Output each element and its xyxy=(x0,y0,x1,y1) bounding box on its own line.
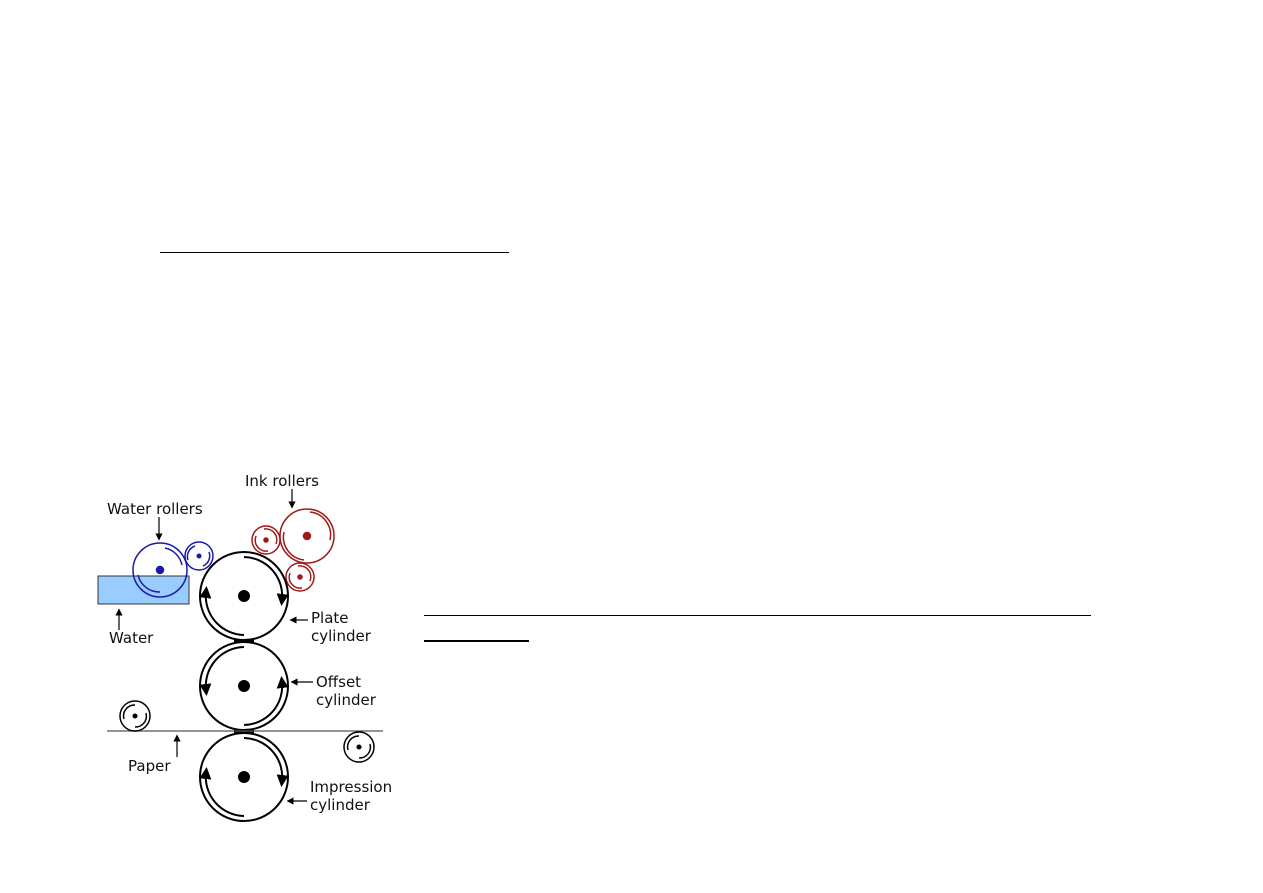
label-impression-line1: Impression xyxy=(310,778,392,796)
water-tray xyxy=(97,575,190,605)
pointer-arrows xyxy=(115,489,313,805)
plate-cylinder xyxy=(199,551,289,641)
label-offset-line1: Offset xyxy=(316,673,361,691)
ink-roller-small-left xyxy=(251,525,281,555)
label-plate-line2: cylinder xyxy=(311,627,372,645)
label-water-rollers: Water rollers xyxy=(107,500,203,518)
guide-roller-left xyxy=(119,700,151,732)
offset-cylinder xyxy=(199,641,289,731)
water-roller-large xyxy=(132,542,188,598)
label-paper: Paper xyxy=(128,757,171,775)
label-plate-line1: Plate xyxy=(311,609,349,627)
impression-cylinder xyxy=(199,732,289,822)
label-water: Water xyxy=(109,629,154,647)
label-offset-line2: cylinder xyxy=(316,691,377,709)
ink-roller-large xyxy=(279,508,335,564)
ink-roller-small-bottom xyxy=(285,562,315,592)
label-ink-rollers: Ink rollers xyxy=(245,472,319,490)
guide-roller-right xyxy=(343,731,375,763)
label-impression-line2: cylinder xyxy=(310,796,371,814)
underline-title xyxy=(160,252,509,253)
water-roller-small xyxy=(184,541,214,571)
underline-text-line-1 xyxy=(424,615,1091,616)
underline-text-line-2 xyxy=(424,640,529,642)
